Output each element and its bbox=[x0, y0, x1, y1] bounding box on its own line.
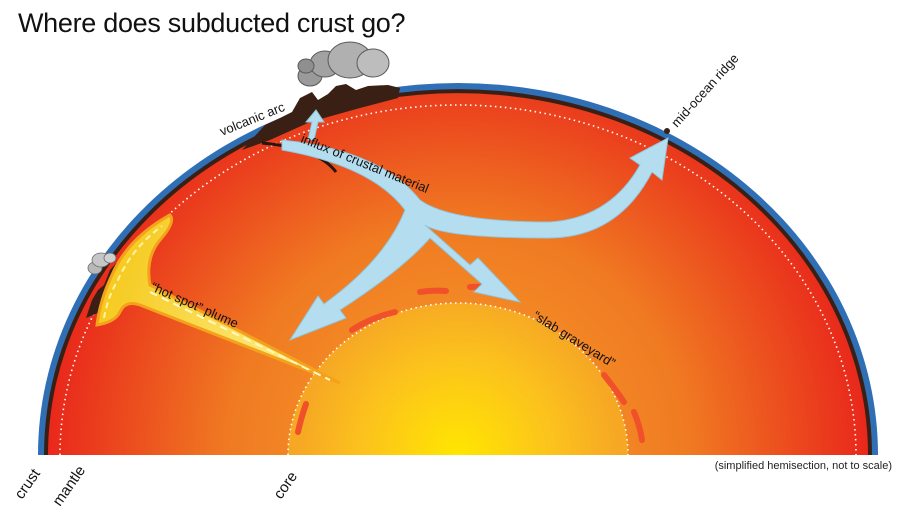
label-mid-ocean-ridge: mid-ocean ridge bbox=[668, 51, 742, 130]
slab-piece bbox=[295, 401, 309, 435]
label-crust: crust bbox=[11, 465, 44, 502]
slab-piece bbox=[417, 287, 449, 295]
slab-piece bbox=[349, 309, 398, 333]
crustal-flow-arrows bbox=[281, 109, 669, 342]
slab-piece bbox=[631, 409, 645, 443]
slab-piece bbox=[601, 372, 627, 405]
page-title: Where does subducted crust go? bbox=[18, 8, 406, 38]
volcano-smoke bbox=[297, 41, 390, 87]
mantle bbox=[48, 93, 868, 455]
scale-note: (simplified hemisection, not to scale) bbox=[714, 460, 892, 472]
core bbox=[288, 303, 628, 455]
hotspot-smoke bbox=[87, 252, 117, 275]
label-mantle: mantle bbox=[49, 463, 89, 510]
hot-spot-plume bbox=[95, 213, 341, 385]
arc-up-arrow bbox=[304, 109, 325, 141]
influx-arrow-main bbox=[281, 137, 669, 342]
mid-ocean-ridge-marker bbox=[664, 128, 670, 134]
label-core: core bbox=[270, 469, 301, 503]
